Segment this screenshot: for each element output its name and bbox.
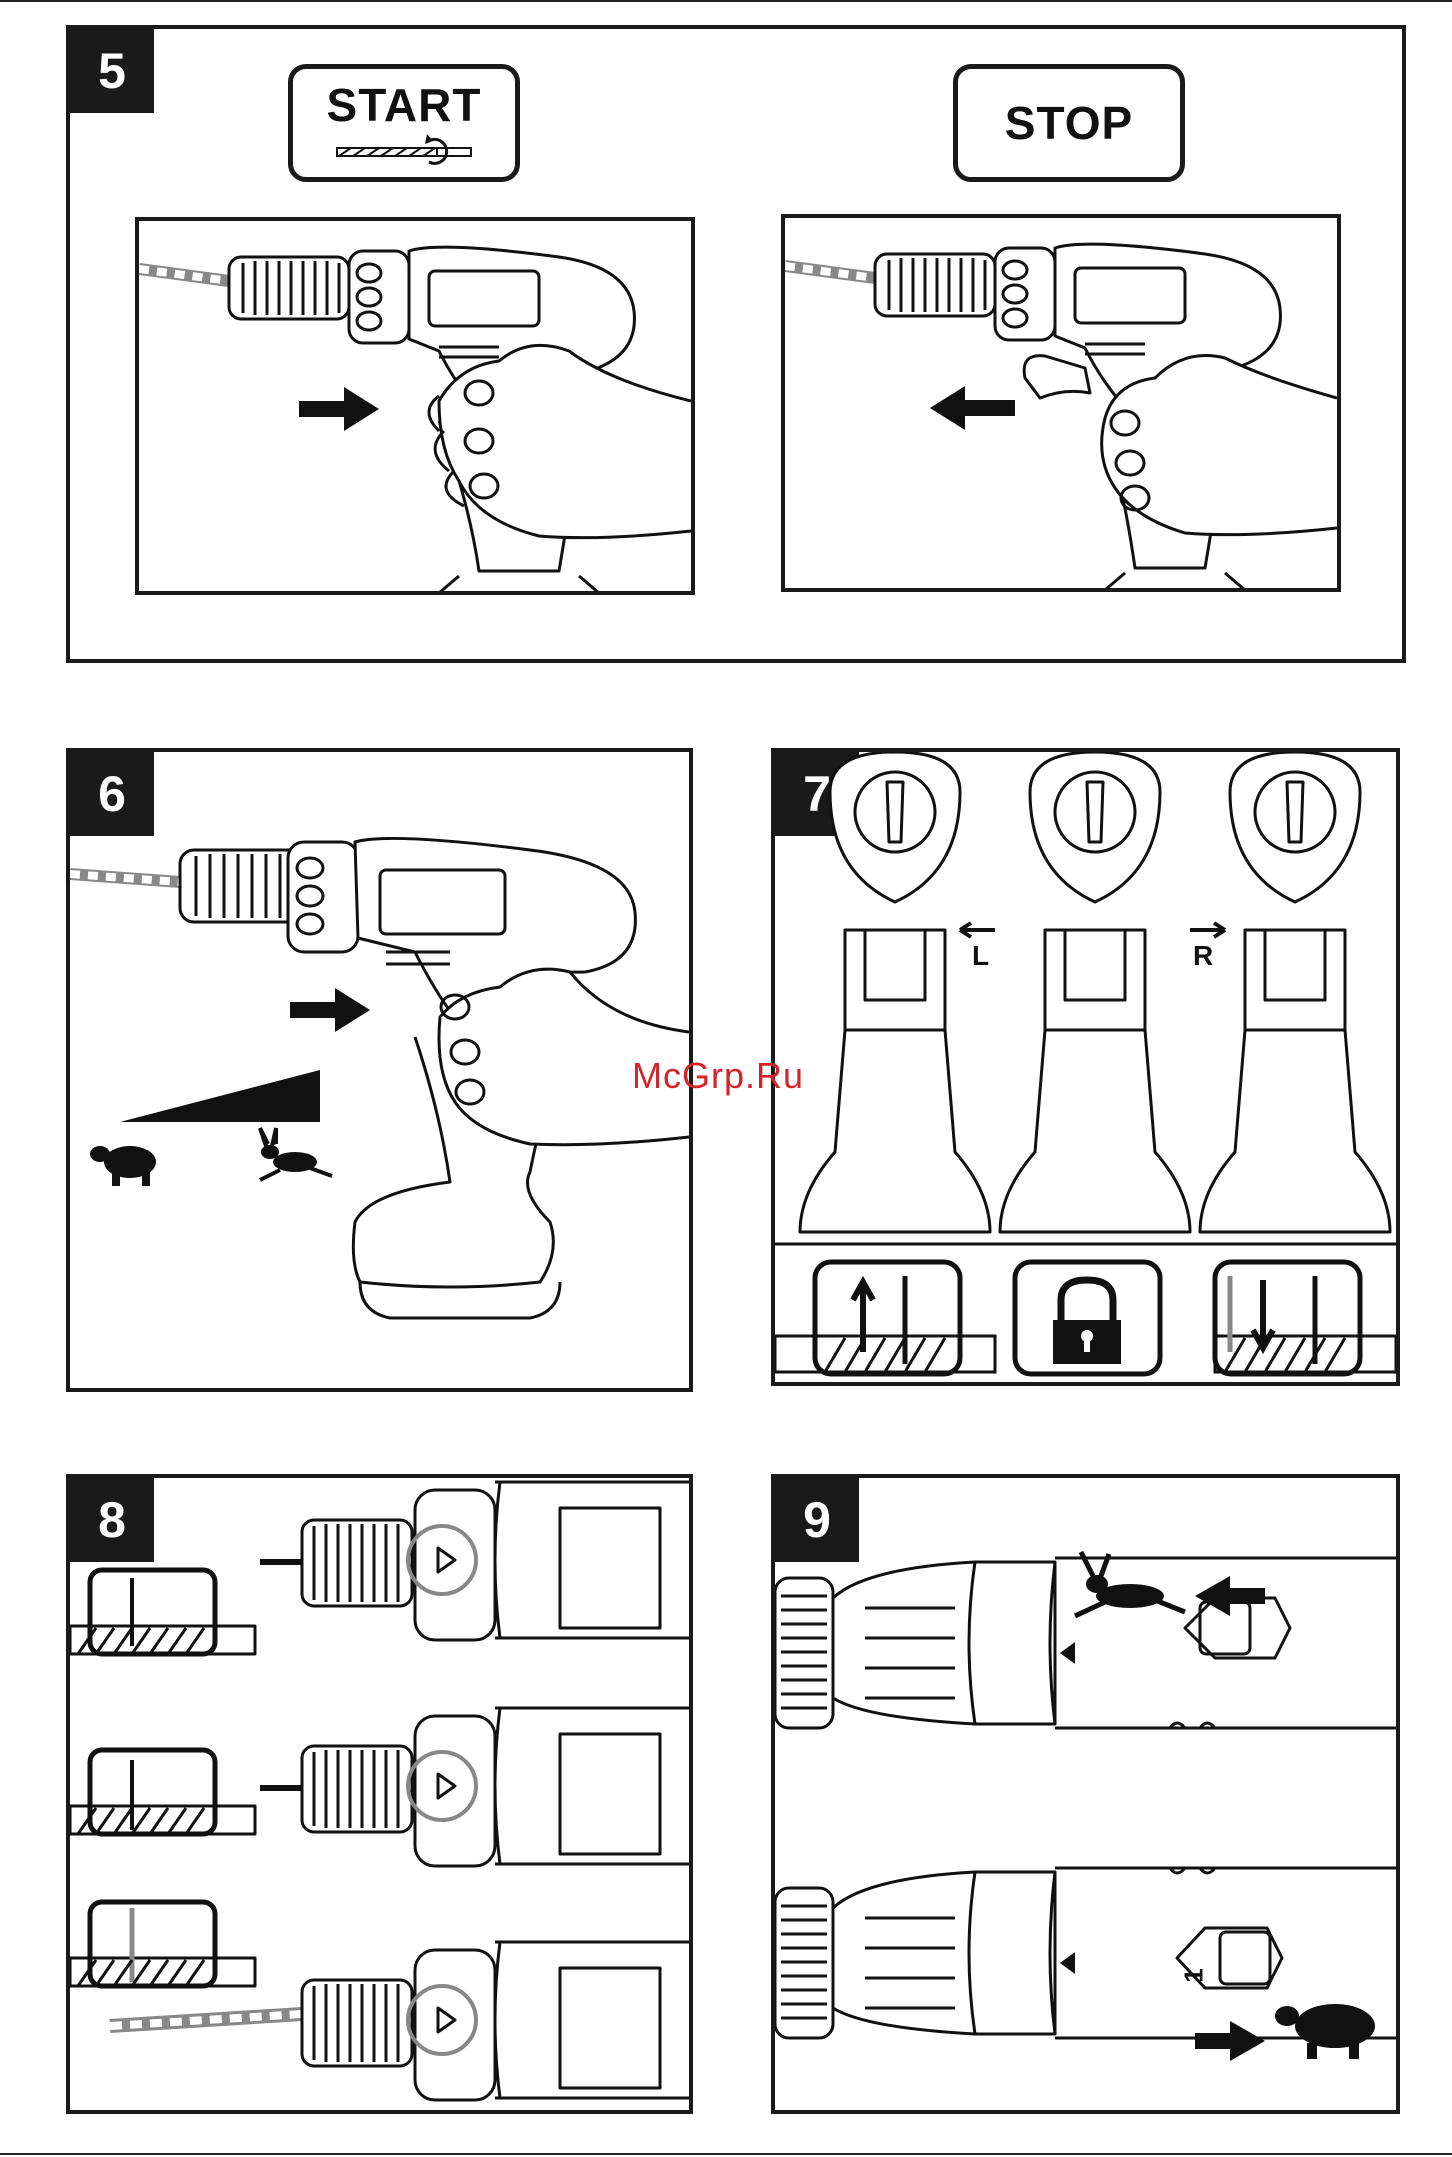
stop-badge: STOP: [953, 64, 1185, 182]
panel-9: 9: [771, 1474, 1400, 2114]
gear-number-label: 1: [1179, 1968, 1210, 1982]
top-rule: [0, 0, 1452, 2]
direction-selector-illustration: [775, 752, 1396, 1382]
panel-6: 6: [66, 748, 693, 1392]
drill-bit-rotation-icon: [329, 132, 479, 168]
gear-selector-illustration: [775, 1478, 1396, 2110]
step-number: 5: [70, 29, 154, 113]
watermark: McGrp.Ru: [632, 1055, 804, 1097]
drill-stop-illustration: [781, 214, 1341, 592]
low-speed-arrow: [1195, 2021, 1265, 2061]
left-arrow: [960, 923, 995, 937]
panel-8: 8: [66, 1474, 693, 2114]
torque-setting-illustration: [70, 1478, 689, 2110]
stop-label: STOP: [1005, 96, 1133, 150]
right-direction-label: R: [1193, 940, 1213, 972]
lock-icon: [1053, 1280, 1121, 1364]
release-arrow: [930, 386, 1015, 430]
variable-speed-illustration: [70, 752, 689, 1388]
speed-indicator-arrow-bottom: [1060, 1952, 1075, 1974]
press-arrow: [290, 988, 370, 1032]
panel-7: 7: [771, 748, 1400, 1386]
drill-start-illustration: [135, 217, 695, 595]
hare-icon: [1075, 1552, 1185, 1616]
start-badge: START: [288, 64, 520, 182]
hare-icon: [260, 1128, 332, 1180]
tortoise-icon: [90, 1146, 156, 1186]
tortoise-icon: [1275, 2004, 1375, 2059]
speed-indicator-arrow-top: [1060, 1642, 1075, 1664]
panel-5: 5 START STOP: [66, 25, 1406, 663]
press-arrow: [299, 387, 379, 431]
tighten-screw-icon: [1230, 1276, 1315, 1364]
speed-wedge: [120, 1070, 320, 1122]
right-arrow: [1190, 923, 1225, 937]
start-label: START: [327, 78, 482, 132]
left-direction-label: L: [972, 940, 989, 972]
bottom-rule: [0, 2153, 1452, 2155]
